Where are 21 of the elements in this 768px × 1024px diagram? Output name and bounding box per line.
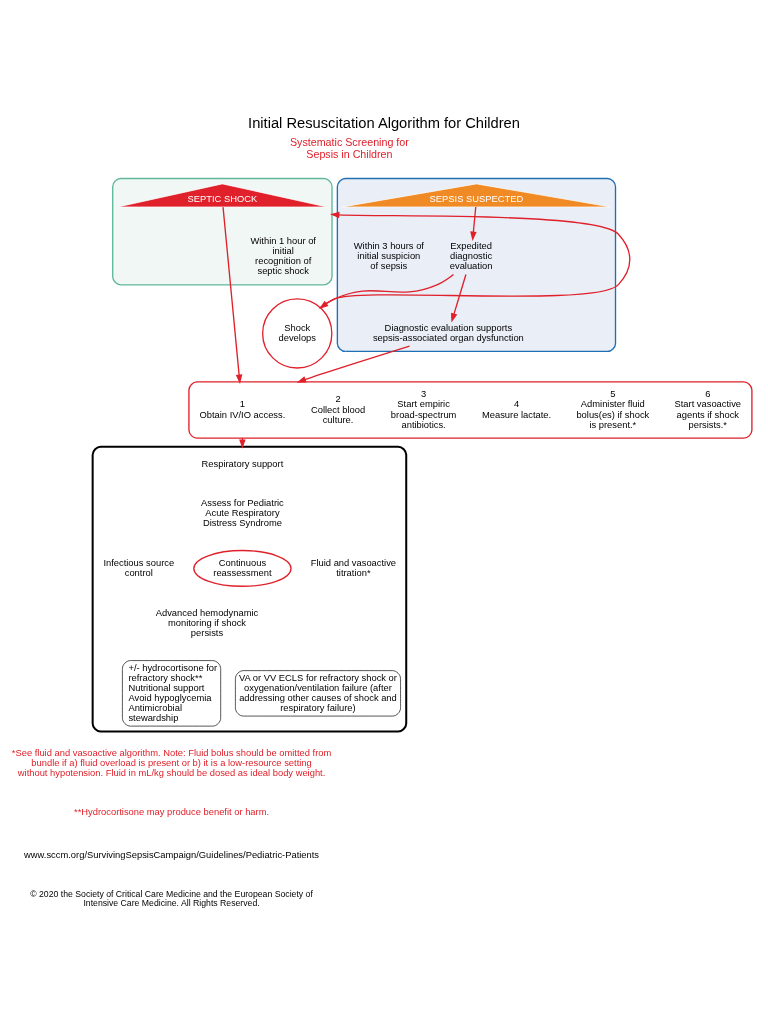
node-text: 3 Start empiric broad-spectrum antibiotics.	[390, 388, 457, 430]
node-text: Advanced hemodynamic monitoring if shock persists	[155, 607, 259, 638]
node-text: Diagnostic evaluation supports sepsis-associated organ dysfunction	[372, 322, 524, 343]
label: © 2020 the Society of Critical Care Medicine and the European Society of Intensive Care Medicine. All Rights Reserved.	[30, 888, 313, 908]
label: Systematic Screening for Sepsis in Children	[289, 135, 409, 160]
node-text: 4 Measure lactate.	[481, 398, 552, 420]
label: **Hydrocortisone may produce benefit or harm.	[74, 806, 270, 817]
node-text: 2 Collect blood culture.	[310, 393, 366, 425]
node-text: 5 Administer fluid bolus(es) if shock is present.*	[576, 388, 650, 430]
label: Within 1 hour of initial recognition of septic shock	[250, 235, 316, 276]
label: Within 3 hours of initial suspicion of sepsis	[353, 240, 424, 271]
node-text: Expedited diagnostic evaluation	[449, 240, 493, 271]
node-text: 1 Obtain IV/IO access.	[199, 398, 286, 420]
node-text: Fluid and vasoactive titration*	[310, 557, 397, 578]
node-text: 6 Start vasoactive agents if shock persists.*	[674, 388, 742, 430]
node-text: Infectious source control	[103, 557, 175, 578]
node-text: Respiratory support	[201, 458, 284, 469]
node-text: Assess for Pediatric Acute Respiratory Distress Syndrome	[201, 497, 284, 528]
label: *See fluid and vasoactive algorithm. Note: Fluid bolus should be omitted from bundle if a) fluid overload is present or b) it is a low-resource setting without hypotension. Fluid in mL/kg should be dosed as ideal body weight.	[11, 747, 332, 778]
label: www.sccm.org/SurvivingSepsisCampaign/Guidelines/Pediatric-Patients	[24, 849, 320, 860]
diagram-title: Initial Resuscitation Algorithm for Children	[248, 114, 520, 131]
